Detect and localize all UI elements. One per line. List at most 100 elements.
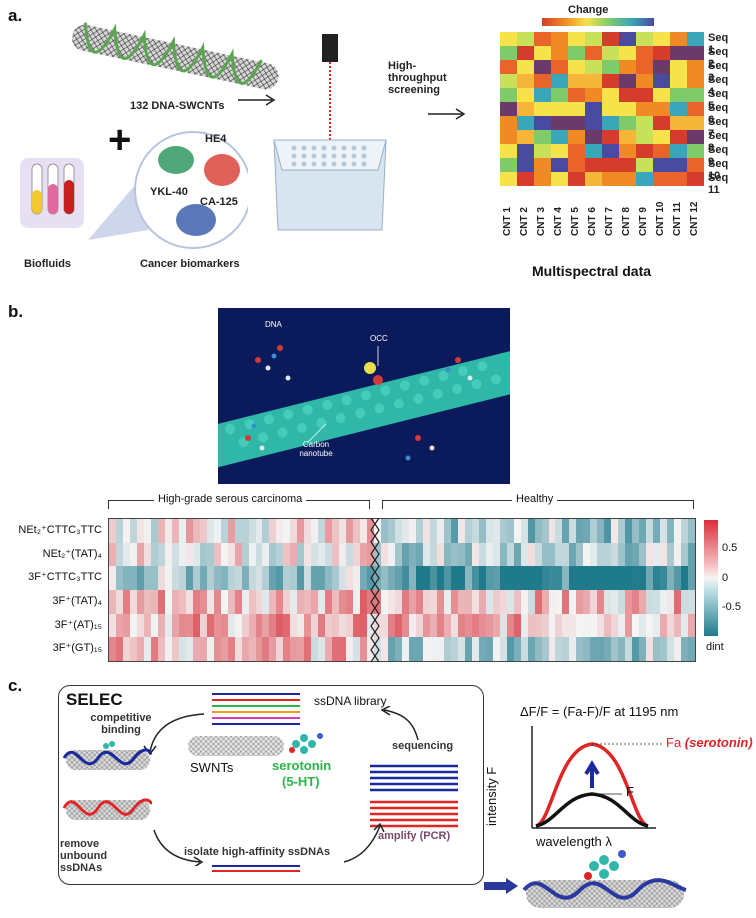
heatmap-cell [569, 637, 577, 662]
heatmap-cell [262, 613, 270, 638]
heatmap-cell [339, 566, 347, 591]
heatmap-cell [670, 74, 687, 88]
heatmap-cell [157, 566, 166, 591]
heatmap-cell [318, 637, 326, 662]
heatmap-cell [639, 566, 647, 591]
heatmap-cell [492, 613, 501, 638]
heatmap-cell [122, 637, 131, 662]
heatmap-cell [534, 102, 551, 116]
heatmap-cell [129, 590, 138, 615]
heatmap-cell [569, 590, 577, 615]
heatmap-cell [597, 637, 605, 662]
heatmap-cell [687, 172, 704, 186]
heatmap-cell [674, 566, 682, 591]
heatmap-cell [171, 519, 180, 544]
heatmap-cell [568, 32, 585, 46]
heatmap-cell [534, 566, 543, 591]
seq-row-label: Seq 1 [708, 32, 729, 56]
ssdna-library-label: ssDNA library [314, 694, 387, 708]
heatmap-cell [443, 566, 452, 591]
heatmap-cell [576, 613, 584, 638]
heatmap-cell [262, 542, 270, 567]
heatmap-cell [611, 613, 619, 638]
heatmap-cell [517, 88, 534, 102]
heatmap-cell [602, 60, 619, 74]
heatmap-cell [674, 613, 682, 638]
heatmap-cell [687, 158, 704, 172]
heatmap-cell [408, 637, 417, 662]
heatmap-cell [304, 542, 312, 567]
seq-row-label: Seq 3 [708, 60, 729, 84]
dint-colorbar [704, 520, 718, 636]
heatmap-cell [164, 566, 173, 591]
heatmap-cell [115, 566, 124, 591]
heatmap-cell [325, 542, 333, 567]
heatmap-cell [450, 542, 459, 567]
heatmap-cell [283, 590, 291, 615]
heatmap-cell [534, 590, 543, 615]
heatmap-cell [513, 590, 522, 615]
heatmap-cell [670, 32, 687, 46]
heatmap-cell [171, 542, 180, 567]
heatmap-cell [513, 566, 522, 591]
heatmap-cell [178, 590, 187, 615]
heatmap-cell [429, 590, 438, 615]
heatmap-cell [499, 519, 508, 544]
heatmap-cell [199, 542, 208, 567]
heatmap-cell [681, 542, 689, 567]
heatmap-cell [636, 172, 653, 186]
heatmap-cell [227, 590, 236, 615]
heatmap-cell [568, 144, 585, 158]
sensor-row-label: 3F⁺CTTC₃TTC [28, 571, 102, 584]
heatmap-cell [551, 144, 568, 158]
heatmap-cell [122, 566, 131, 591]
heatmap-cell [520, 519, 529, 544]
heatmap-cell [122, 613, 131, 638]
heatmap-cell [360, 519, 368, 544]
he4-label: HE4 [205, 133, 227, 145]
heatmap-cell [619, 144, 636, 158]
heatmap-cell [213, 613, 222, 638]
heatmap-cell [150, 542, 159, 567]
heatmap-cell [422, 590, 431, 615]
group-divider [370, 518, 380, 662]
heatmap-cell [660, 566, 668, 591]
heatmap-cell [408, 542, 417, 567]
heatmap-cell [636, 32, 653, 46]
heatmap-cell [464, 590, 473, 615]
heatmap-cell [395, 613, 403, 638]
heatmap-cell [178, 519, 187, 544]
swnt-tube [188, 736, 284, 756]
heatmap-cell [636, 46, 653, 60]
heatmap-cell [471, 590, 480, 615]
heatmap-cell [534, 637, 543, 662]
heatmap-cell [674, 519, 682, 544]
heatmap-cell [517, 144, 534, 158]
heatmap-cell [646, 519, 654, 544]
heatmap-cell [388, 613, 396, 638]
heatmap-cell [339, 542, 347, 567]
heatmap-cell [381, 637, 389, 662]
heatmap-cell [136, 590, 145, 615]
heatmap-cell [241, 637, 250, 662]
heatmap-cell [157, 590, 166, 615]
heatmap-cell [619, 74, 636, 88]
heatmap-cell [248, 613, 256, 638]
heatmap-cell [436, 566, 445, 591]
heatmap-cell [562, 590, 570, 615]
heatmap-cell [143, 542, 152, 567]
sensor-row-label: 3F⁺(GT)₁₅ [52, 642, 102, 655]
heatmap-cell [534, 74, 551, 88]
heatmap-cell [619, 88, 636, 102]
heatmap-cell [499, 566, 508, 591]
heatmap-cell [220, 519, 229, 544]
seq-row-label: Seq 10 [708, 158, 729, 182]
heatmap-cell [325, 566, 333, 591]
serotonin-molecule-icon [289, 733, 323, 754]
heatmap-cell [276, 613, 284, 638]
heatmap-cell [478, 637, 487, 662]
heatmap-cell [653, 74, 670, 88]
heatmap-cell [450, 590, 459, 615]
heatmap-cell [618, 519, 626, 544]
heatmap-cell [332, 542, 340, 567]
